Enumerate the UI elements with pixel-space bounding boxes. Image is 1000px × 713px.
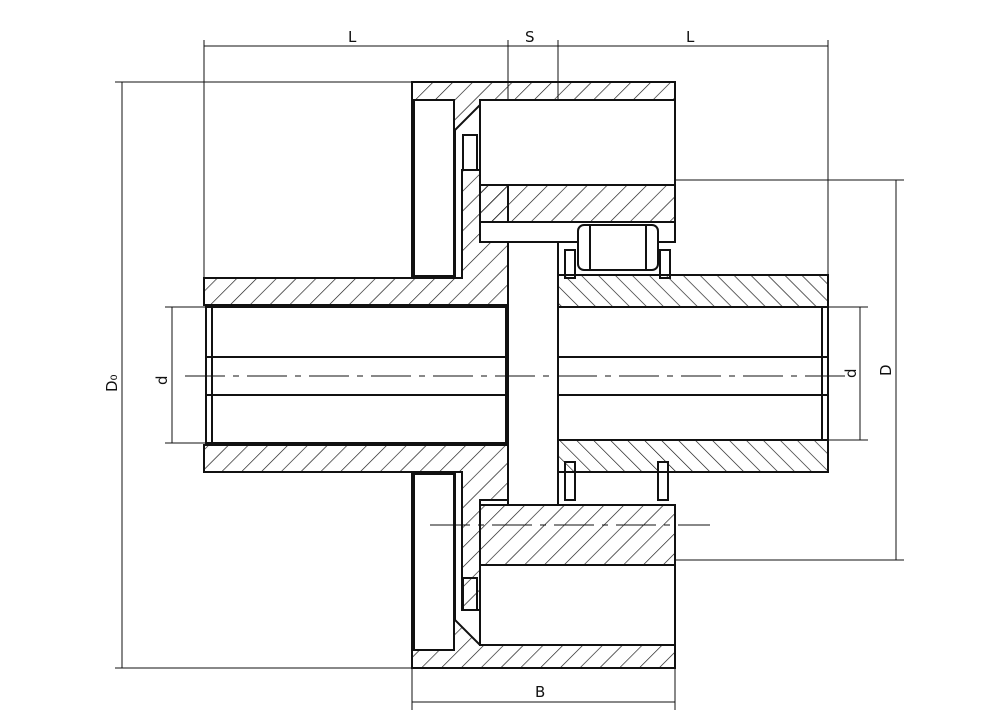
upper-pin-bushing: [577, 224, 659, 271]
right-hub: [557, 274, 829, 473]
dim-label-D0: D₀: [103, 374, 121, 392]
lower-rubber-ring: [479, 504, 676, 566]
hub-gap: [507, 241, 559, 506]
dimensions: [115, 40, 904, 710]
left-hub-upper-wall: [203, 99, 509, 306]
dim-label-S: S: [525, 28, 535, 46]
dim-label-d-right: d: [842, 368, 860, 378]
dim-label-L-right: L: [686, 28, 695, 46]
dim-label-d-left: d: [153, 375, 171, 385]
lower-ring: [462, 461, 676, 646]
upper-rubber-ring: [479, 184, 676, 223]
upper-ring: [462, 99, 676, 279]
right-hub-upper-wall: [557, 274, 829, 308]
dim-label-L-left: L: [348, 28, 357, 46]
left-hub-bore: [205, 306, 507, 444]
right-hub-bore: [557, 306, 829, 441]
left-flange-upper-pocket: [413, 99, 455, 277]
left-flange-lower-pocket: [413, 473, 455, 651]
dim-label-D: D: [877, 364, 895, 376]
dim-label-B: B: [535, 683, 545, 701]
right-hub-lower-wall: [557, 439, 829, 473]
